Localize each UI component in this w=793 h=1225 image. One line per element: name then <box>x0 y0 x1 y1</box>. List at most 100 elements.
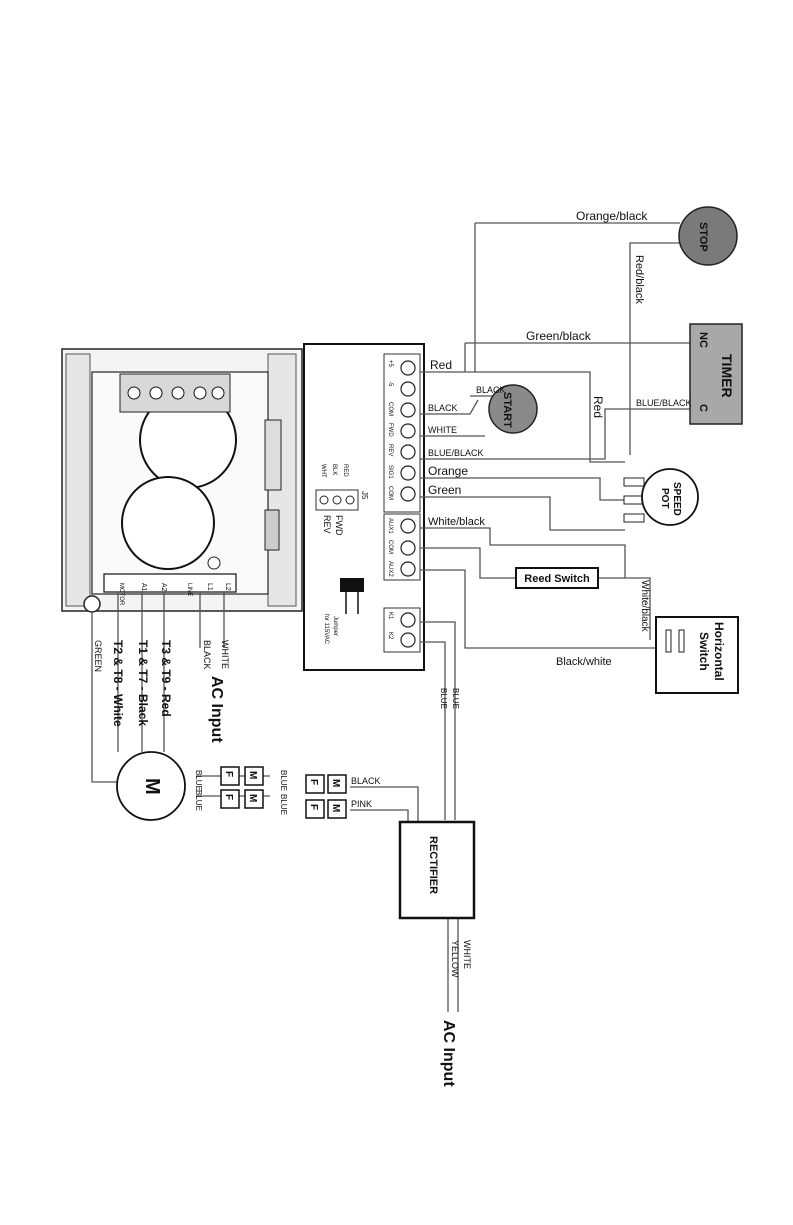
connector-m-label: M <box>247 794 258 802</box>
start-label: START <box>501 392 513 428</box>
label-t3-t9: T3 & T9 - Red <box>159 640 173 717</box>
horizontal-switch-label: Switch <box>697 632 711 671</box>
terminal-screw <box>400 561 416 577</box>
terminal-screw <box>400 486 416 502</box>
terminal-screw <box>400 518 416 534</box>
terminal-screw <box>400 444 416 460</box>
terminal-label: -5 <box>387 381 393 387</box>
label-yellow-ac: YELLOW <box>450 940 460 978</box>
terminal-screw <box>400 465 416 481</box>
terminal-label: COM <box>387 402 393 416</box>
speed-pot-body <box>641 468 699 526</box>
speed-pot-lug <box>623 495 645 505</box>
horizontal-switch: Horizontal Switch <box>655 616 739 694</box>
terminal-a1-label: A1 <box>140 583 147 592</box>
label-ac-white: WHITE <box>220 640 230 669</box>
timer: TIMER NC C <box>689 323 743 425</box>
connector-f <box>220 766 240 786</box>
board-connector <box>264 509 280 551</box>
jumper-115vac-legs <box>345 592 359 614</box>
label-blue-black-timer: BLUE/BLACK <box>636 398 692 408</box>
terminal-screw <box>211 386 225 400</box>
start-button: START <box>488 384 538 434</box>
terminal-screw <box>171 386 185 400</box>
connector-m <box>244 789 264 809</box>
terminal-label: REV <box>387 444 393 456</box>
label-red-side: Red <box>591 396 605 418</box>
wire-red-black <box>629 242 690 455</box>
wire-rect-pink <box>350 809 409 822</box>
label-motor-blue-1: BLUE <box>194 770 203 791</box>
terminal-label: COM <box>387 540 393 554</box>
label-blue-k1: BLUE <box>451 688 460 709</box>
wire-white-black <box>420 527 651 640</box>
label-t2-t8: T2 & T8 - White <box>111 640 125 727</box>
motor-body <box>116 751 186 821</box>
timer-label: TIMER <box>719 354 735 398</box>
terminal-screw <box>400 632 416 648</box>
wire-red <box>420 371 625 463</box>
motor-line-terminal-strip <box>103 573 237 593</box>
horizontal-switch-label: Horizontal <box>712 622 726 681</box>
label-rect-black: BLACK <box>351 776 381 786</box>
reed-switch-label: Reed Switch <box>524 573 590 585</box>
trim-pot <box>207 556 221 570</box>
wire-labels: Orange/black Red/black Green/black Red R… <box>93 209 692 1087</box>
connectors-rectifier-side: F M F M <box>305 774 347 819</box>
connector-f <box>305 774 325 794</box>
switch-contact <box>665 629 672 653</box>
ground-screw <box>83 595 101 613</box>
heatsink-fin-left <box>65 353 91 607</box>
label-ac-input-top: AC Input <box>208 676 225 743</box>
terminal-screw <box>400 612 416 628</box>
terminal-screw <box>400 402 416 418</box>
connector-f <box>305 799 325 819</box>
j5-pin <box>345 495 355 505</box>
terminal-screw <box>127 386 141 400</box>
terminal-label: SIG1 <box>387 465 393 479</box>
stop-button-body <box>678 206 738 266</box>
reed-switch: Reed Switch <box>515 567 599 589</box>
terminal-screw <box>149 386 163 400</box>
pin-header <box>264 419 282 491</box>
speed-pot-label: SPEED <box>671 482 682 516</box>
motor-label: M <box>141 778 163 795</box>
line-terminal-label: LINE <box>186 583 192 596</box>
terminal-a2-label: A2 <box>160 583 167 592</box>
connector-m-label: M <box>330 804 341 812</box>
terminal-strip-relay <box>383 607 421 653</box>
wire-blue-black <box>420 408 690 460</box>
timer-c-label: C <box>697 404 709 412</box>
connector-m <box>327 799 347 819</box>
label-motor-blue-3: BLUE <box>279 770 288 791</box>
speed-pot-label: POT <box>659 488 670 509</box>
wire-green <box>420 496 625 531</box>
terminal-label: AUX1 <box>387 518 393 534</box>
rectifier: RECTIFIER <box>398 820 476 920</box>
label-orange: Orange <box>428 464 468 478</box>
speed-pot-lug <box>623 477 645 487</box>
terminal-label: COM <box>387 486 393 500</box>
connector-m <box>327 774 347 794</box>
jumper-115vac-label: Jumper <box>332 616 338 636</box>
terminal-label: +5 <box>387 360 393 368</box>
switch-contact <box>678 629 685 653</box>
wire-black <box>420 399 479 415</box>
jumper-115vac-label: for 115VAC <box>323 614 329 645</box>
wire-blue-k1 <box>420 621 456 820</box>
label-blue-black: BLUE/BLACK <box>428 448 484 458</box>
reed-switch-body <box>515 567 599 589</box>
label-red-top: Red <box>430 358 452 372</box>
wire-blue-k2 <box>420 641 446 820</box>
connectors-motor-side: F M F M <box>220 766 264 809</box>
j5-label: J5 <box>360 491 369 500</box>
rectifier-label: RECTIFIER <box>427 836 439 894</box>
label-ac-input-bottom: AC Input <box>440 1020 457 1087</box>
terminal-label: FWD <box>387 423 393 437</box>
connector-f-label: F <box>308 804 319 810</box>
connector-m <box>244 766 264 786</box>
j5-pin-red-label: RED <box>342 464 348 477</box>
connector-f-label: F <box>223 794 234 800</box>
terminal-screw <box>400 360 416 376</box>
